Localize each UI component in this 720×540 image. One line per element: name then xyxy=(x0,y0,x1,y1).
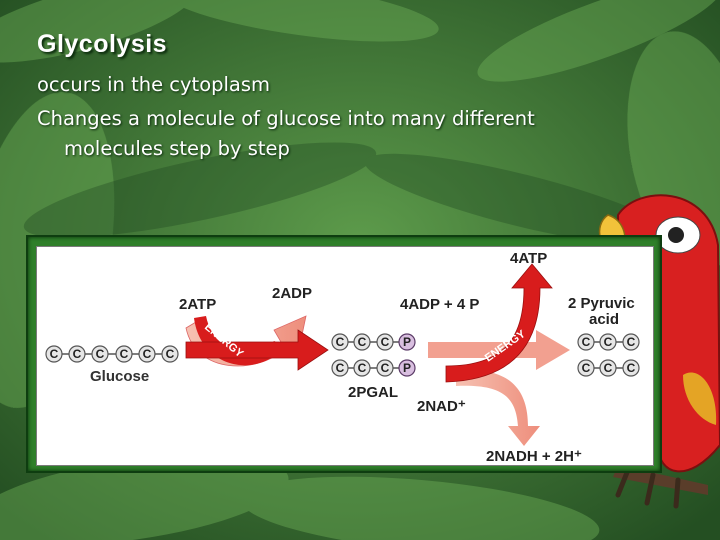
glucose-atom-5: C xyxy=(143,347,152,361)
pgal-molecules: C C C P C C C P xyxy=(331,333,416,377)
glucose-atom-1: C xyxy=(50,347,59,361)
glucose-atom-3: C xyxy=(96,347,105,361)
nad-input-label: 2NAD⁺ xyxy=(417,398,466,415)
adp-phosphate-input-label: 4ADP + 4 P xyxy=(400,296,479,313)
pyruvic-atom-1-3: C xyxy=(627,335,636,349)
pgal-atom-2-2: C xyxy=(358,361,367,375)
glucose-molecule: C C C C C C xyxy=(45,345,179,363)
pyruvic-label-line1: 2 Pyruvic xyxy=(568,295,635,312)
pyruvic-atom-1-1: C xyxy=(582,335,591,349)
pgal-atom-1-4: P xyxy=(403,335,411,349)
nadh-arrow xyxy=(456,370,540,446)
atp-arrow xyxy=(445,263,553,383)
pgal-label: 2PGAL xyxy=(348,384,398,401)
glucose-atom-2: C xyxy=(73,347,82,361)
pyruvic-acid-molecules: C C C C C C xyxy=(577,333,640,377)
main-arrow-1 xyxy=(185,329,329,371)
main-arrow-2 xyxy=(428,330,570,370)
pgal-atom-1-1: C xyxy=(336,335,345,349)
glucose-atom-4: C xyxy=(120,347,129,361)
adp-output-label: 2ADP xyxy=(272,285,312,302)
nadh-output-label: 2NADH + 2H⁺ xyxy=(486,448,582,464)
slide-title: Glycolysis xyxy=(37,30,168,58)
pgal-atom-1-2: C xyxy=(358,335,367,349)
pgal-atom-2-1: C xyxy=(336,361,345,375)
pgal-atom-1-3: C xyxy=(381,335,390,349)
bullet-changes-glucose: Changes a molecule of glucose into many … xyxy=(37,104,687,164)
pyruvic-atom-2-3: C xyxy=(627,361,636,375)
glycolysis-diagram: ENERGY ENERGY C C C C C C Glucose 2ATP 2… xyxy=(45,250,640,464)
pyruvic-atom-2-2: C xyxy=(604,361,613,375)
pyruvic-label-line2: acid xyxy=(589,311,619,328)
glucose-label: Glucose xyxy=(90,368,149,385)
bullet-changes-glucose-line1: Changes a molecule of glucose into many … xyxy=(37,107,535,130)
pyruvic-atom-2-1: C xyxy=(582,361,591,375)
pyruvic-atom-1-2: C xyxy=(604,335,613,349)
pgal-atom-2-4: P xyxy=(403,361,411,375)
bullet-changes-glucose-line2: molecules step by step xyxy=(64,137,290,160)
pgal-atom-2-3: C xyxy=(381,361,390,375)
atp-input-label: 2ATP xyxy=(179,296,216,313)
atp-output-label: 4ATP xyxy=(510,250,547,267)
glucose-atom-6: C xyxy=(166,347,175,361)
bullet-cytoplasm: occurs in the cytoplasm xyxy=(37,73,271,96)
